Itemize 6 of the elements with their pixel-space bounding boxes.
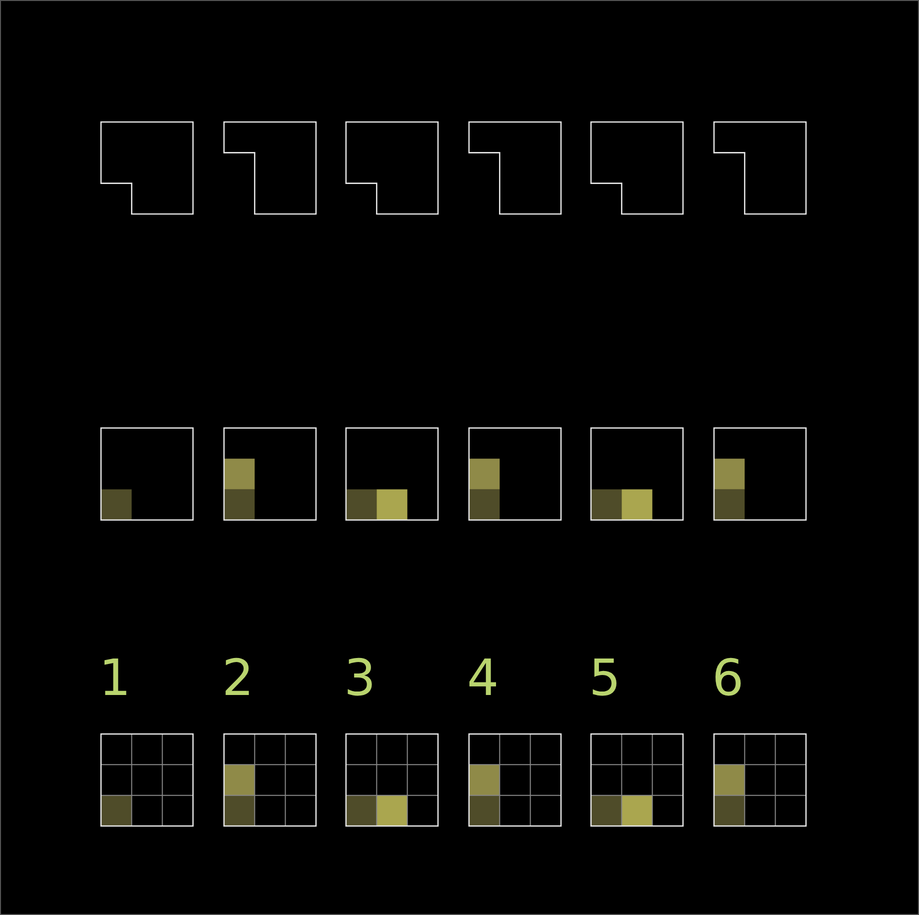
number-label: 6 <box>712 653 744 703</box>
number-label: 4 <box>467 653 499 703</box>
number-label: 1 <box>99 653 131 703</box>
number-label: 5 <box>589 653 621 703</box>
number-label: 3 <box>344 653 376 703</box>
number-label: 2 <box>222 653 254 703</box>
